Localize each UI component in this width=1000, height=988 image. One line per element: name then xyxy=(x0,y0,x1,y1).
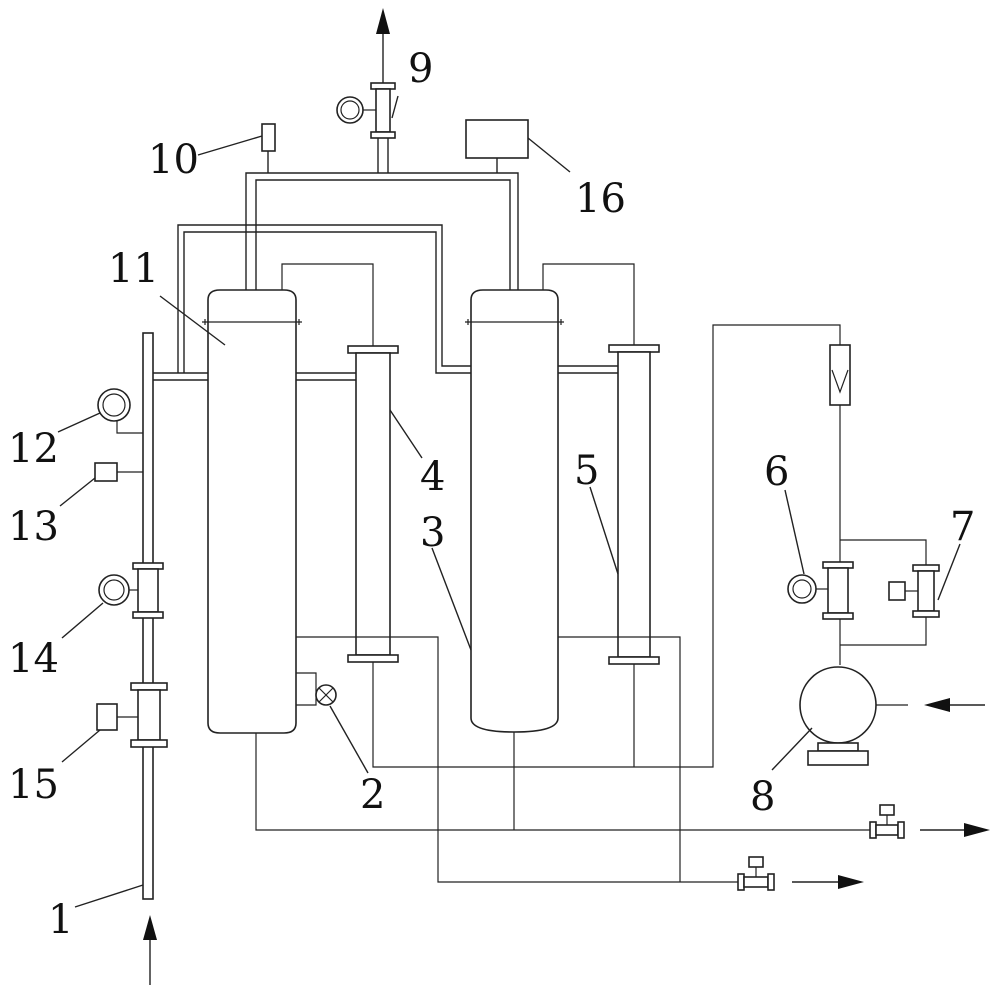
leader-lines xyxy=(57,95,961,908)
label-13: 13 xyxy=(8,504,59,550)
tower-11 xyxy=(202,289,302,734)
tower-3 xyxy=(465,289,564,733)
label-4: 4 xyxy=(420,454,445,500)
sensor-10 xyxy=(261,123,276,152)
label-10: 10 xyxy=(148,137,199,183)
heat-exchanger-5 xyxy=(608,344,660,665)
label-5: 5 xyxy=(574,448,599,494)
check-valve xyxy=(829,344,851,665)
flowmeter-6 xyxy=(787,561,854,620)
valve-15 xyxy=(96,682,168,748)
label-16: 16 xyxy=(575,176,626,222)
flowmeter-14 xyxy=(98,562,164,619)
top-piping xyxy=(153,138,635,381)
label-1: 1 xyxy=(48,897,73,943)
controller-16 xyxy=(465,119,529,159)
label-11: 11 xyxy=(108,246,159,292)
gauge-12 xyxy=(97,388,143,434)
valve-7 xyxy=(840,539,940,646)
label-8: 8 xyxy=(750,774,775,820)
label-6: 6 xyxy=(764,449,789,495)
outlet-valve-9 xyxy=(336,8,396,139)
sensor-13 xyxy=(94,462,143,482)
label-9: 9 xyxy=(408,46,433,92)
label-14: 14 xyxy=(8,636,59,682)
label-7: 7 xyxy=(950,504,975,550)
bottom-piping xyxy=(255,324,870,883)
valve-2 xyxy=(296,672,337,706)
outlet-flowmeter-lower xyxy=(737,856,864,891)
pump-8 xyxy=(799,666,985,766)
label-2: 2 xyxy=(360,772,385,818)
label-12: 12 xyxy=(8,426,59,472)
heat-exchanger-4 xyxy=(347,345,399,663)
label-3: 3 xyxy=(420,510,445,556)
inlet-pipe-1 xyxy=(142,332,157,985)
label-15: 15 xyxy=(8,762,59,808)
outlet-flowmeter-upper xyxy=(869,804,990,839)
